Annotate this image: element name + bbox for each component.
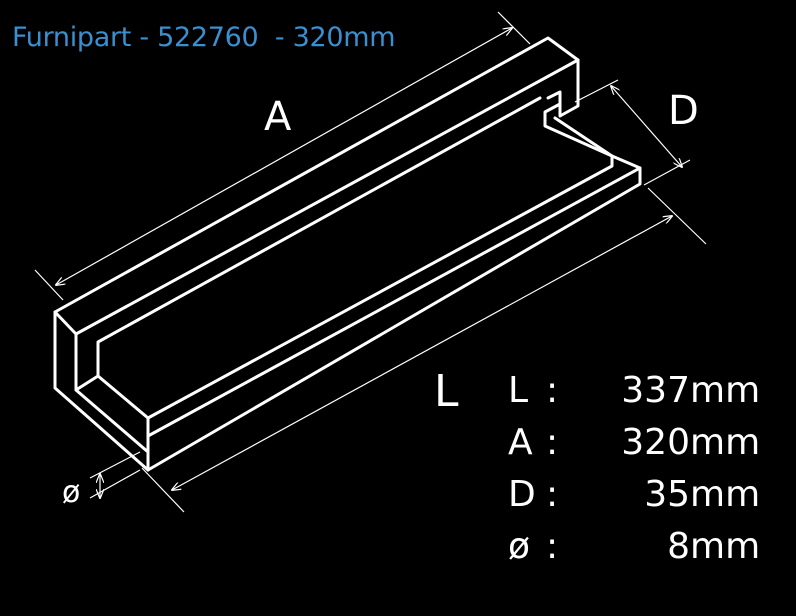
spec-value: 8 [667, 526, 690, 567]
spec-separator: : [546, 422, 559, 463]
spec-row-d: D : 35 mm [506, 472, 776, 524]
spec-value: 35 [644, 474, 690, 515]
spec-separator: : [546, 526, 559, 567]
label-diameter: ø [62, 475, 80, 510]
dimension-d-ext-top [574, 79, 619, 103]
dimension-a-ext-right [497, 11, 531, 45]
dimension-l-ext-left [141, 467, 185, 513]
handle-right-leg [146, 58, 642, 472]
dimension-d [574, 79, 691, 186]
spec-table: L : 337 mm A : 320 mm D : 35 mm ø : 8 mm [506, 368, 776, 576]
handle-inner-back [553, 116, 614, 158]
spec-symbol: L [508, 370, 529, 411]
handle-bar-top [53, 36, 580, 336]
handle-inner-contour [74, 374, 150, 454]
spec-symbol: D [508, 474, 536, 515]
dimension-l-ext-right [647, 187, 707, 245]
handle-inner-rail [96, 96, 542, 378]
dimension-l [141, 187, 707, 513]
spec-unit: mm [690, 370, 761, 411]
dimension-a-ext-left [34, 269, 64, 301]
handle-right-leg-side [546, 90, 562, 106]
spec-separator: : [546, 474, 559, 515]
spec-row-diameter: ø : 8 mm [506, 524, 776, 576]
dimension-d-ext-bottom [643, 159, 691, 186]
spec-unit: mm [690, 474, 761, 515]
dimension-a-line [56, 28, 512, 285]
dimension-d-line [611, 86, 682, 167]
spec-symbol: A [508, 422, 533, 463]
label-d: D [668, 88, 699, 134]
spec-row-a: A : 320 mm [506, 420, 776, 472]
spec-unit: mm [690, 422, 761, 463]
spec-value: 337 [621, 370, 690, 411]
dimension-l-line [172, 216, 672, 490]
dimension-a [34, 11, 531, 301]
spec-separator: : [546, 370, 559, 411]
dimension-diameter [89, 451, 141, 498]
spec-row-l: L : 337 mm [506, 368, 776, 420]
spec-symbol: ø [508, 526, 531, 567]
spec-value: 320 [621, 422, 690, 463]
spec-unit: mm [690, 526, 761, 567]
label-l: L [434, 366, 459, 417]
handle-left-leg [53, 310, 150, 472]
label-a: A [264, 94, 292, 140]
